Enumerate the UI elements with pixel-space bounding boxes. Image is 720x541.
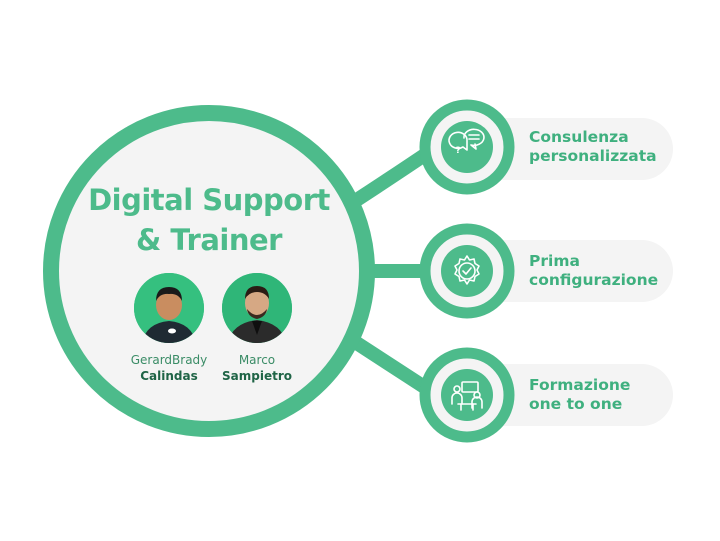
- avatar-gerardbrady: [134, 273, 204, 343]
- service-label-formazione: Formazione one to one: [529, 376, 669, 414]
- badge-configurazione: [441, 245, 493, 297]
- service-label-line2: configurazione: [529, 271, 659, 289]
- connector-bottom: [345, 333, 439, 399]
- hub-title-line1: Digital Support: [88, 183, 330, 217]
- person-name-marco: Marco Sampietro: [202, 352, 312, 384]
- hub-circle: [43, 105, 375, 437]
- chat-question-icon: ?: [448, 128, 485, 156]
- badge-formazione: [441, 369, 493, 421]
- service-label-line2: personalizzata: [529, 147, 657, 165]
- service-label-line1: Consulenza: [529, 128, 629, 146]
- training-meeting-icon: [451, 381, 483, 411]
- service-label-line1: Formazione: [529, 376, 631, 394]
- hub-title-line2: & Trainer: [136, 223, 282, 257]
- person-first-name: GerardBrady: [130, 353, 208, 367]
- person-first-name: Marco: [238, 353, 276, 367]
- gear-check-icon: [454, 255, 480, 285]
- service-label-line2: one to one: [529, 395, 623, 413]
- person-photo-icon: [134, 273, 204, 343]
- avatar-marco: [222, 273, 292, 343]
- svg-text:?: ?: [456, 146, 461, 156]
- satellite-rings: [419, 99, 515, 443]
- connector-top: [345, 143, 439, 210]
- service-label-configurazione: Prima configurazione: [529, 252, 669, 290]
- person-photo-icon: [222, 273, 292, 343]
- person-name-gerardbrady: GerardBrady Calindas: [114, 352, 224, 384]
- service-label-consulenza: Consulenza personalizzata: [529, 128, 669, 166]
- hub-title: Digital Support & Trainer: [84, 180, 334, 260]
- service-label-line1: Prima: [529, 252, 580, 270]
- person-last-name: Sampietro: [222, 369, 292, 383]
- person-last-name: Calindas: [140, 369, 198, 383]
